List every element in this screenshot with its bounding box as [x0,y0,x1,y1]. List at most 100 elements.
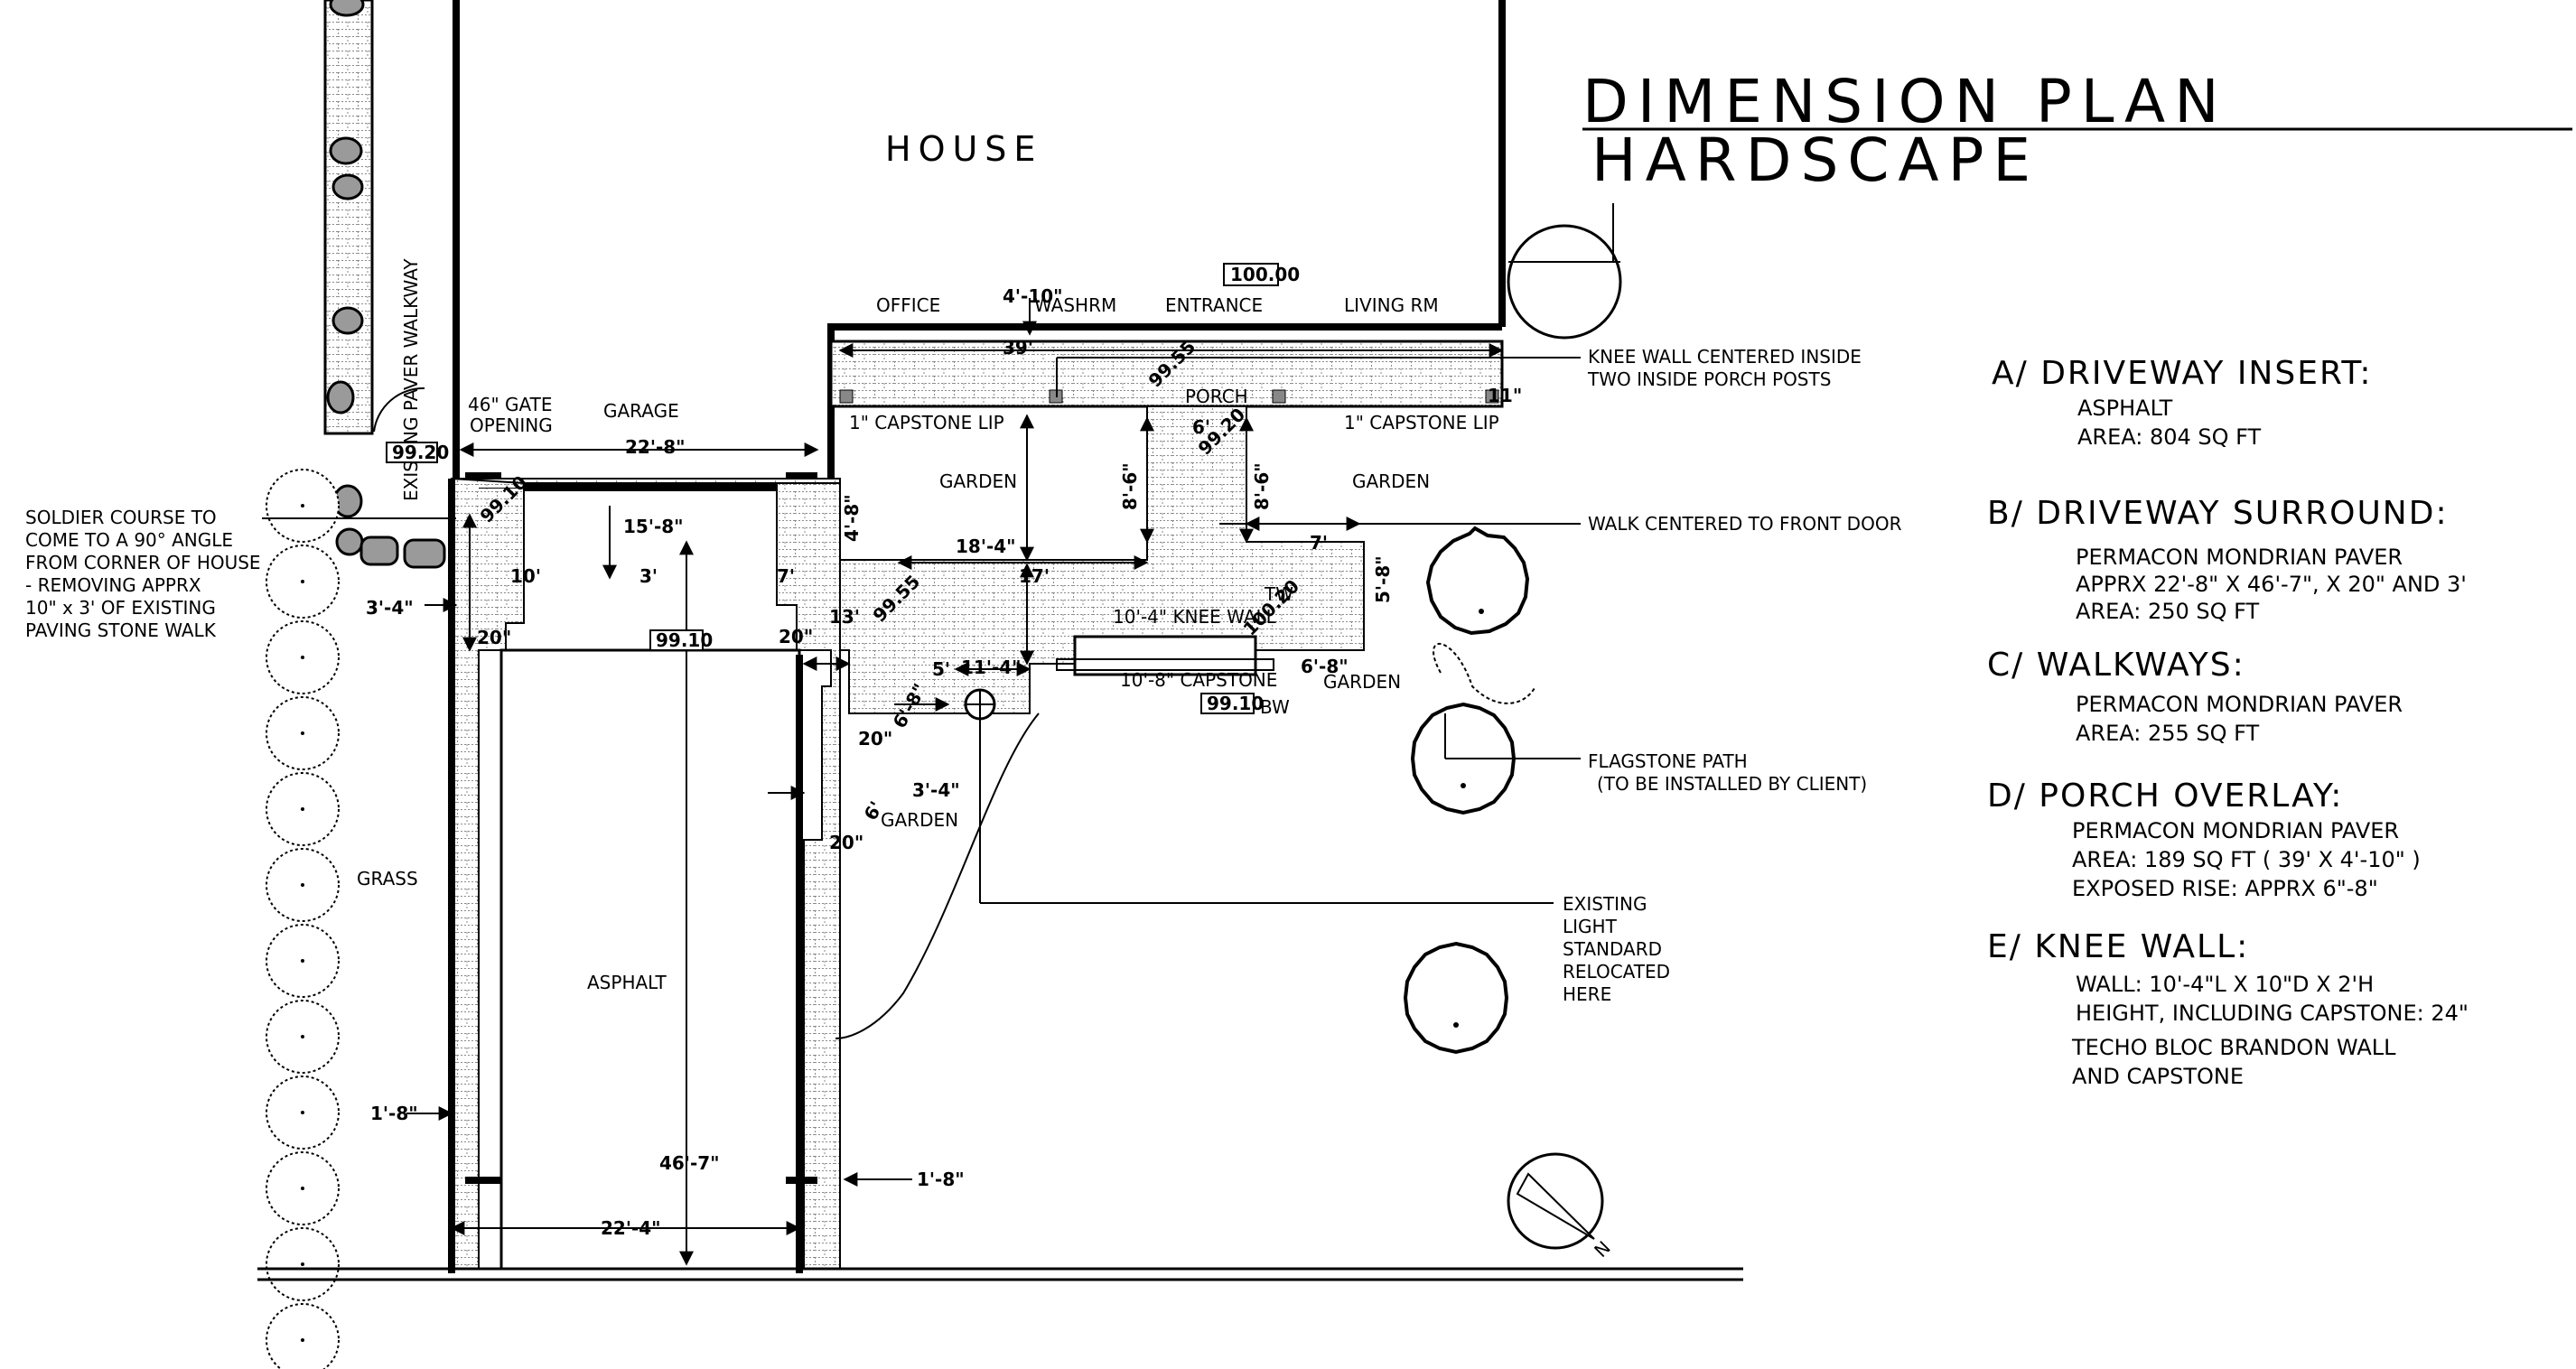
elevation-tag: 100.00 [1230,264,1300,285]
dimension-text: 13' [829,606,860,628]
dimension-text: 17' [1019,565,1050,587]
dimension-text: 20" [858,728,892,750]
dimension-labels: 4'-10" 39' 22'-8" 15'-8" 3' 10' 20" 3'-4… [366,285,1522,1239]
tree-symbol-icon [1403,941,1509,1055]
porch-post [839,389,854,404]
legend-line: AND CAPSTONE [2072,1064,2244,1089]
porch-post [1272,389,1286,404]
garden-areas: GARDEN GARDEN GARDEN GARDEN [881,470,1430,831]
dimension-text: 6' [1192,416,1210,438]
dimension-text: 7' [1310,532,1328,554]
legend-line: AREA: 804 SQ FT [2077,424,2262,450]
legend-heading: C/ WALKWAYS: [1987,647,2245,684]
callout-line: FLAGSTONE PATH [1588,750,1748,772]
dimension-text: 10' [510,565,541,587]
elevation-tag: 99.10 [656,629,713,651]
callout-line: RELOCATED [1563,961,1670,983]
shrub-center [301,807,304,811]
flagstone-path [1433,642,1536,704]
shrub-center [301,1338,304,1342]
shrub-center [301,959,304,963]
legend-line: AREA: 189 SQ FT ( 39' X 4'-10" ) [2072,847,2421,872]
grass-label: GRASS [357,868,418,889]
callout-line: FROM CORNER OF HOUSE [25,552,261,573]
porch-label: PORCH [1185,386,1248,407]
dimension-text: 3'-4" [366,597,414,619]
legend-entry: C/ WALKWAYS: PERMACON MONDRIAN PAVER ARE… [1987,647,2403,746]
legend-line: HEIGHT, INCLUDING CAPSTONE: 24" [2076,1001,2469,1026]
callout-line: EXISTING [1563,893,1647,915]
callout-line: COME TO A 90° ANGLE [25,529,233,551]
dimension-text: 11" [1488,385,1522,406]
legend-entry: E/ KNEE WALL: WALL: 10'-4"L X 10"D X 2'H… [1987,928,2469,1089]
callout-line: (TO BE INSTALLED BY CLIENT) [1597,773,1867,795]
title-block: DIMENSION PLAN HARDSCAPE [1582,67,2572,195]
callout-line: HERE [1563,983,1611,1005]
shrub-center [301,504,304,508]
porch-post [1485,389,1499,404]
gate-label-2: OPENING [470,414,553,436]
plan-subtitle: HARDSCAPE [1591,126,2039,195]
legend-line: PERMACON MONDRIAN PAVER [2072,818,2399,843]
legend-line: EXPOSED RISE: APPRX 6"-8" [2072,876,2378,901]
bw-label: BW [1260,696,1290,718]
dimension-text: 18'-4" [956,535,1016,557]
capstone-lip-right: 1" CAPSTONE LIP [1344,412,1499,433]
dimension-text: 3' [639,565,658,587]
callouts: SOLDIER COURSE TO COME TO A 90° ANGLE FR… [25,346,1902,1005]
shrub-center [301,1187,304,1190]
legend-heading: E/ KNEE WALL: [1987,928,2249,965]
shrub-center [301,580,304,583]
callout-line: LIGHT [1563,916,1618,937]
garden-label: GARDEN [1352,470,1430,492]
office-label: OFFICE [876,294,940,316]
gate-label-1: 46" GATE [468,394,553,415]
shrub-center [301,1262,304,1266]
tree-symbol-icon [1410,702,1517,815]
legend-line: APPRX 22'-8" X 46'-7", X 20" AND 3' [2076,572,2467,597]
asphalt-label: ASPHALT [587,972,667,993]
dimension-text: 15'-8" [623,516,684,537]
tree-symbol-icon [1425,526,1530,636]
shrub-center [301,883,304,887]
callout-soldier-course: SOLDIER COURSE TO COME TO A 90° ANGLE FR… [25,507,261,641]
callout-line: PAVING STONE WALK [25,619,217,641]
living-room-label: LIVING RM [1344,294,1439,316]
callout-flagstone: FLAGSTONE PATH (TO BE INSTALLED BY CLIEN… [1588,750,1867,795]
knee-wall-label: 10'-4" KNEE WALL [1113,606,1277,628]
callout-line: KNEE WALL CENTERED INSIDE [1588,346,1862,368]
dimension-text: 4'-8" [841,494,863,542]
callout-knee-wall: KNEE WALL CENTERED INSIDE TWO INSIDE POR… [1587,346,1862,390]
existing-walkway: EXISTING PAVER WALKWAY 46" GATE OPENING [323,0,553,569]
callout-line: - REMOVING APPRX [25,574,201,596]
garden-label: GARDEN [881,809,958,831]
entrance-label: ENTRANCE [1165,294,1263,316]
capstone-label: 10'-8" CAPSTONE [1120,669,1277,691]
knee-wall [1073,635,1257,676]
callout-line: TWO INSIDE PORCH POSTS [1587,368,1831,390]
dimension-text: 7' [777,565,795,587]
shrub-row [266,469,340,1369]
shrub-center [301,731,304,735]
dimension-text: 4'-10" [1003,285,1063,307]
washroom-label: WASHRM [1034,294,1116,316]
legend-heading: D/ PORCH OVERLAY: [1987,778,2343,815]
callout-walk: WALK CENTERED TO FRONT DOOR [1588,513,1902,535]
dimension-text: 46'-7" [659,1152,720,1174]
dimension-text: 39' [1003,337,1033,359]
dimension-text: 20" [477,627,511,648]
dimension-text: 3'-4" [912,779,960,801]
garden-label: GARDEN [1323,671,1401,693]
callout-line: STANDARD [1563,938,1662,960]
garden-label: GARDEN [939,470,1017,492]
legend-entry: B/ DRIVEWAY SURROUND: PERMACON MONDRIAN … [1987,495,2467,624]
plan-title: DIMENSION PLAN [1582,67,2228,136]
dimension-text: 5'-8" [1372,555,1394,603]
dimension-text: 1'-8" [370,1103,418,1124]
elevation-tag: 99.10 [1207,693,1264,714]
walkway-label: EXISTING PAVER WALKWAY [400,258,422,501]
shrub-center [301,1035,304,1038]
grass-area: GRASS [257,469,1743,1369]
shrub-center [301,656,304,659]
